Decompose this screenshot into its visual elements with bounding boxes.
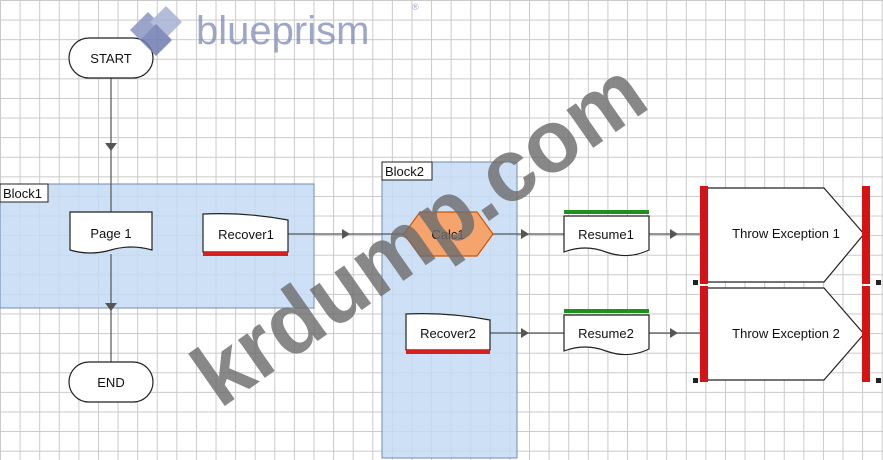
block2-label: Block2 bbox=[385, 164, 424, 179]
recover1-label: Recover1 bbox=[218, 227, 274, 242]
recover1-bar bbox=[203, 252, 288, 256]
start-label: START bbox=[90, 51, 131, 66]
block2[interactable]: Block2 bbox=[381, 161, 518, 459]
page1-node[interactable]: Page 1 bbox=[69, 211, 153, 254]
end-node[interactable]: END bbox=[68, 361, 154, 403]
link-arrow bbox=[670, 328, 678, 338]
logo-text: blueprism bbox=[196, 9, 369, 53]
link-arrow bbox=[342, 229, 350, 239]
blueprism-logo-icon bbox=[130, 6, 182, 56]
selection-handle[interactable] bbox=[876, 378, 881, 383]
block1-label: Block1 bbox=[3, 186, 42, 201]
recover2-node[interactable]: Recover2 bbox=[405, 313, 491, 354]
resume2-label: Resume2 bbox=[578, 326, 634, 341]
links bbox=[105, 78, 706, 362]
throw2-right-bar bbox=[862, 286, 870, 382]
throw1-label: Throw Exception 1 bbox=[732, 226, 840, 241]
end-label: END bbox=[97, 375, 124, 390]
recover1-node[interactable]: Recover1 bbox=[202, 213, 289, 256]
start-node[interactable]: START bbox=[68, 37, 154, 79]
throw1-left-bar bbox=[700, 186, 708, 284]
resume2-node[interactable]: Resume2 bbox=[563, 309, 650, 356]
recover2-label: Recover2 bbox=[420, 326, 476, 341]
calc1-label: Calc1 bbox=[431, 227, 464, 242]
resume1-node[interactable]: Resume1 bbox=[563, 210, 650, 257]
calc1-node[interactable]: Calc1 bbox=[403, 211, 494, 257]
link-arrow bbox=[521, 229, 529, 239]
page1-label: Page 1 bbox=[90, 226, 131, 241]
resume2-bar bbox=[564, 309, 649, 313]
selection-handle[interactable] bbox=[693, 280, 698, 285]
link-arrow bbox=[105, 303, 117, 311]
throw-exception1-node[interactable]: Throw Exception 1 bbox=[693, 186, 881, 285]
selection-handle[interactable] bbox=[693, 378, 698, 383]
blueprism-logo: blueprism ® bbox=[130, 2, 419, 56]
resume1-bar bbox=[564, 210, 649, 214]
link-arrow bbox=[105, 143, 117, 151]
throw1-right-bar bbox=[862, 186, 870, 284]
throw2-label: Throw Exception 2 bbox=[732, 326, 840, 341]
throw-exception2-node[interactable]: Throw Exception 2 bbox=[693, 286, 881, 383]
selection-handle[interactable] bbox=[876, 280, 881, 285]
recover2-bar bbox=[406, 350, 490, 354]
throw2-left-bar bbox=[700, 286, 708, 382]
resume1-label: Resume1 bbox=[578, 227, 634, 242]
logo-reg: ® bbox=[412, 2, 419, 12]
link-arrow bbox=[670, 229, 678, 239]
link-arrow bbox=[521, 328, 529, 338]
